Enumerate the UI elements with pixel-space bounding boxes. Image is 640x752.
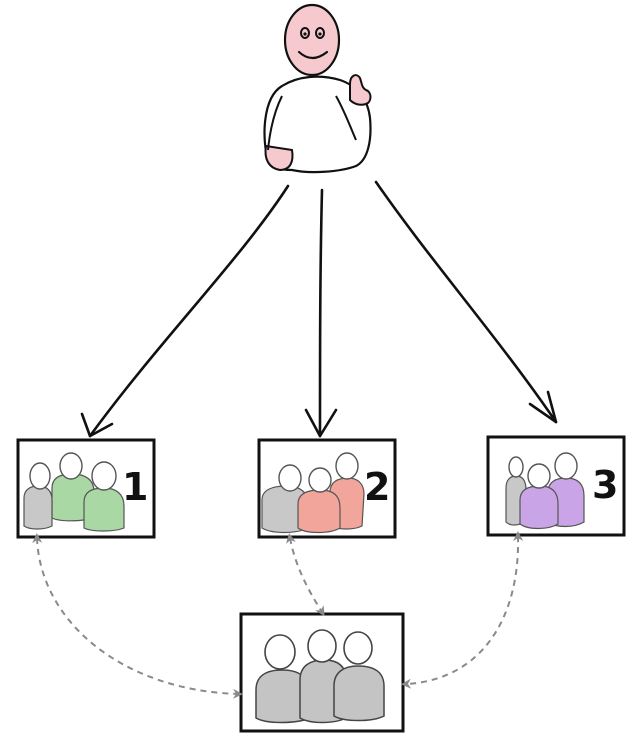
- combined-person-left: [255, 634, 311, 724]
- box-2-label: 2: [364, 465, 390, 509]
- dashed-arrow-box-3-to-combined: [401, 531, 524, 689]
- box-3-label: 3: [592, 463, 618, 507]
- presenter-figure: [263, 3, 372, 174]
- arrow-to-box-2: [318, 188, 324, 438]
- box-1-person-green-front: [83, 461, 125, 532]
- group-box-1: 1: [16, 438, 156, 539]
- presenter-left-hand: [264, 144, 294, 172]
- group-box-2: 2: [257, 438, 397, 539]
- box-1-label: 1: [122, 465, 148, 509]
- group-box-3: 3: [486, 435, 626, 537]
- dashed-arrow-box-1-to-combined: [32, 533, 243, 699]
- dashed-arrow-box-2-to-combined: [286, 533, 325, 617]
- combined-person-right: [333, 631, 385, 722]
- presenter-head: [283, 3, 341, 77]
- box-3-person-purple-front: [519, 463, 559, 530]
- box-2-person-gray: [261, 464, 309, 534]
- presenter-thumb-hand: [349, 74, 372, 106]
- dashed-arrows: [32, 531, 524, 699]
- arrow-to-box-3: [374, 180, 558, 424]
- box-3-person-purple-back: [547, 452, 585, 528]
- box-2-person-salmon-front: [297, 467, 341, 534]
- presenter-right-eye: [315, 27, 325, 39]
- presenter-right-arm: [335, 95, 357, 141]
- box-1-person-gray: [23, 462, 53, 530]
- presenter-left-arm: [267, 95, 283, 151]
- presenter-smile: [297, 50, 329, 60]
- solid-arrows: [80, 180, 558, 438]
- arrow-to-box-1: [88, 184, 290, 438]
- box-2-person-salmon-back: [329, 452, 365, 530]
- combined-group-box: [239, 612, 405, 733]
- presenter-left-eye: [300, 27, 310, 39]
